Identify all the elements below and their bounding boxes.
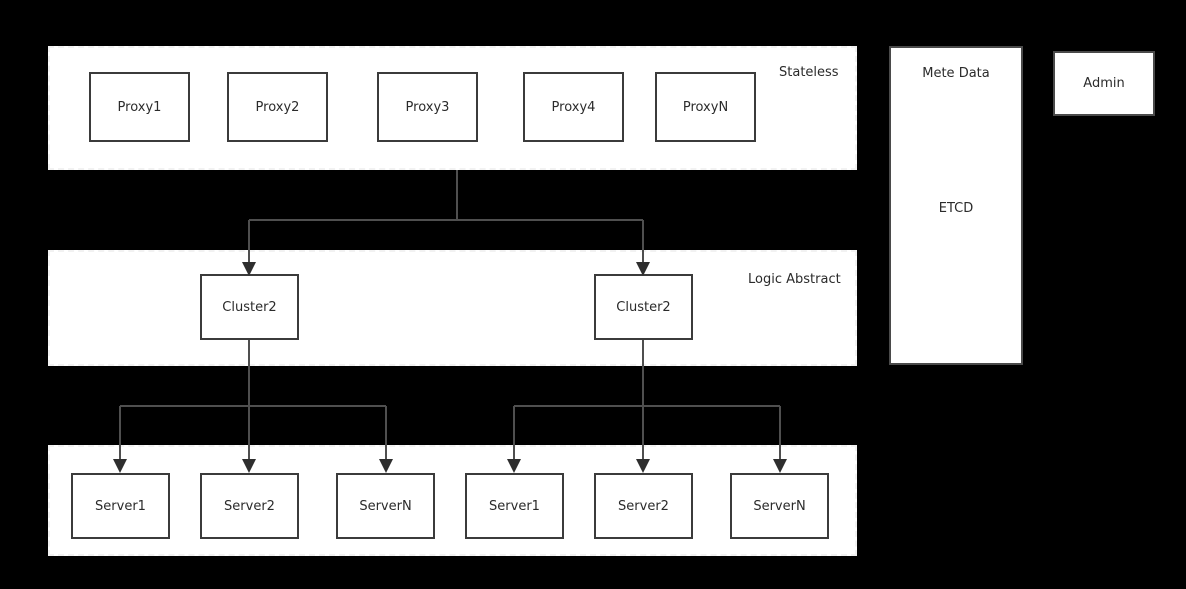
meta-data-box-title: Mete Data [922,66,990,81]
cluster-node-left-label: Cluster2 [222,299,277,315]
server-node-g1-2[interactable]: Server2 [200,473,299,539]
server-node-g2-2-label: Server2 [618,498,669,514]
server-node-g1-1-label: Server1 [95,498,146,514]
meta-data-box[interactable]: Mete Data ETCD [889,46,1023,365]
proxy-node-2-label: Proxy2 [255,99,300,115]
cluster-node-left[interactable]: Cluster2 [200,274,299,340]
cluster-node-right-label: Cluster2 [616,299,671,315]
proxy-node-n-label: ProxyN [682,99,729,115]
server-node-g2-2[interactable]: Server2 [594,473,693,539]
server-node-g2-n-label: ServerN [753,498,806,514]
lane-stateless-label: Stateless [779,65,839,80]
server-node-g1-n[interactable]: ServerN [336,473,435,539]
proxy-node-3-label: Proxy3 [405,99,450,115]
server-node-g1-2-label: Server2 [224,498,275,514]
server-node-g2-1-label: Server1 [489,498,540,514]
admin-box[interactable]: Admin [1053,51,1155,116]
server-node-g2-n[interactable]: ServerN [730,473,829,539]
lane-logic-abstract [48,250,857,366]
server-node-g2-1[interactable]: Server1 [465,473,564,539]
lane-logic-abstract-label: Logic Abstract [748,272,841,287]
lane-servers [48,445,857,556]
proxy-node-2[interactable]: Proxy2 [227,72,328,142]
etcd-label: ETCD [938,201,974,216]
proxy-node-n[interactable]: ProxyN [655,72,756,142]
cluster-node-right[interactable]: Cluster2 [594,274,693,340]
admin-box-label: Admin [1083,76,1125,91]
server-node-g1-1[interactable]: Server1 [71,473,170,539]
proxy-node-1[interactable]: Proxy1 [89,72,190,142]
proxy-node-3[interactable]: Proxy3 [377,72,478,142]
proxy-node-4-label: Proxy4 [551,99,596,115]
proxy-node-1-label: Proxy1 [117,99,162,115]
proxy-node-4[interactable]: Proxy4 [523,72,624,142]
server-node-g1-n-label: ServerN [359,498,412,514]
